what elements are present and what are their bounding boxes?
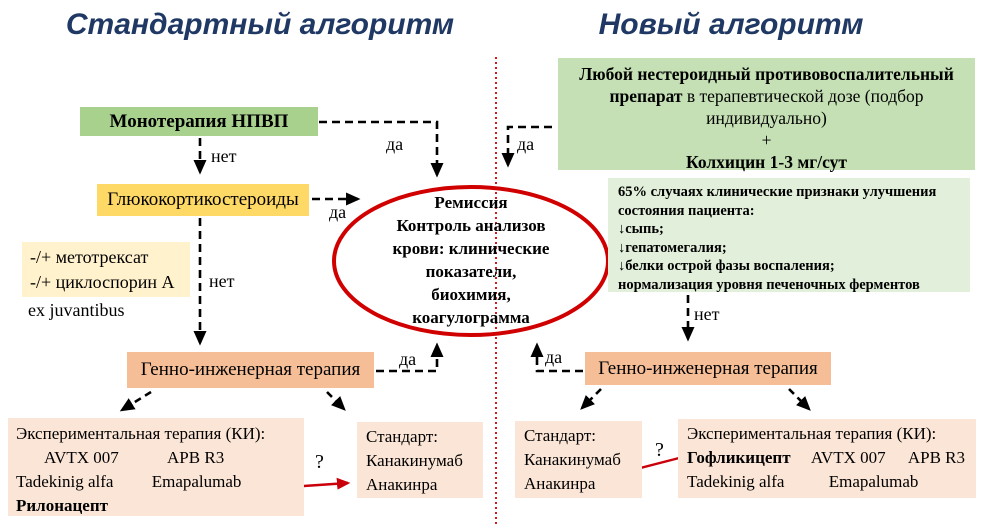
label-yes-mono: да [386, 134, 404, 154]
arrow-gene-left-to-experimental [119, 390, 152, 412]
drug-tadekinig-left: Tadekinig alfa [16, 472, 114, 491]
box-gene-therapy-left: Генно-инженерная терапия [127, 352, 374, 388]
box-experimental-left: Экспериментальная терапия (КИ): AVTX 007… [8, 418, 304, 516]
box-glucocorticoids: Глюкокортикостероиды [97, 184, 309, 216]
box-gene-therapy-right: Генно-инженерная терапия [585, 352, 831, 385]
label-question-left: ? [315, 451, 324, 473]
improvement-line: нормализация уровня печеночных ферментов [618, 276, 920, 293]
drug-emapalumab-left: Emapalumab [151, 472, 242, 491]
title-new-algorithm: Новый алгоритм [598, 8, 864, 41]
standard-right-title: Стандарт: [524, 426, 597, 445]
drug-canakinumab-left: Канакинумаб [366, 451, 463, 470]
box-nsaid-colchicine: Любой нестероидный противовоспалительный… [558, 58, 975, 172]
label-yes-gene-right: да [545, 347, 563, 367]
plus-sign: + [761, 130, 772, 150]
drug-rilonacept: Рилонацепт [16, 496, 108, 515]
remission-line: Контроль анализов [396, 216, 546, 235]
arrow-gene-right-to-experimental [788, 388, 811, 411]
drug-tadekinig-right: Tadekinig alfa [687, 472, 785, 491]
remission-line: показатели, [425, 262, 517, 281]
box-standard-left: Стандарт: Канакинумаб Анакинра [357, 422, 483, 498]
drug-anakinra-right: Анакинра [524, 474, 596, 493]
box-improvement-signs: 65% случаях клинические признаки улучшен… [608, 178, 970, 293]
remission-line: коагулограмма [412, 308, 530, 327]
box-adjunct-drugs: -/+ метотрексат -/+ циклоспорин А [22, 242, 190, 297]
experimental-right-title: Экспериментальная терапия (КИ): [687, 424, 937, 443]
remission-line: Ремиссия [434, 193, 508, 212]
label-yes-gene-left: да [399, 349, 417, 369]
drug-canakinumab-right: Канакинумаб [524, 450, 621, 469]
improvement-line: ↓сыпь; [618, 221, 664, 237]
standard-left-title: Стандарт: [366, 427, 439, 446]
arrow-gene-right-to-standard [580, 388, 602, 410]
remission-text: Ремиссия Контроль анализов крови: клинич… [346, 191, 596, 329]
arrow-gene-left-to-standard [326, 391, 346, 411]
label-yes-nsaid: да [517, 134, 535, 154]
drug-emapalumab-right: Emapalumab [828, 472, 919, 491]
label-question-right: ? [655, 439, 664, 461]
improvement-line: 65% случаях клинические признаки улучшен… [618, 184, 937, 219]
label-no-mono: нет [211, 146, 237, 166]
adjunct-line-methotrexate: -/+ метотрексат [30, 247, 149, 267]
box-monotherapy-nsaid: Монотерапия НПВП [80, 107, 318, 136]
label-yes-gcs: да [329, 202, 347, 222]
drug-goflikicept: Гофликицепт [687, 448, 791, 467]
remission-line: биохимия, [431, 285, 511, 304]
label-no-gcs: нет [209, 271, 235, 291]
drug-avtx007-left: AVTX 007 [44, 448, 119, 467]
box-experimental-right: Экспериментальная терапия (КИ): Гофликиц… [678, 419, 976, 498]
experimental-left-title: Экспериментальная терапия (КИ): [16, 424, 266, 443]
improvement-line: ↓белки острой фазы воспаления; [618, 258, 835, 274]
text-ex-juvantibus: ex juvantibus [28, 300, 125, 320]
box-standard-right: Стандарт: Канакинумаб Анакинра [515, 421, 642, 498]
remission-line: крови: клинические [392, 239, 550, 258]
improvement-line: ↓гепатомегалия; [618, 239, 727, 256]
title-standard-algorithm: Стандартный алгоритм [65, 8, 455, 41]
label-no-improve: нет [694, 304, 720, 324]
colchicine-text: Колхицин 1-3 мг/сут [686, 152, 847, 172]
drug-anakinra-left: Анакинра [366, 475, 438, 494]
nsaid-rest-text: в терапевтической дозе (подбор индивидуа… [682, 86, 924, 128]
drug-apbr3-left: APB R3 [167, 448, 225, 467]
drug-avtx007-right: AVTX 007 [810, 448, 886, 467]
adjunct-line-cyclosporin: -/+ циклоспорин А [30, 272, 175, 292]
arrow-mono-to-remission [319, 120, 444, 178]
drug-apbr3-right: APB R3 [907, 448, 966, 467]
nsaid-bold-text: Любой нестероидный противовоспалительный… [579, 64, 954, 106]
